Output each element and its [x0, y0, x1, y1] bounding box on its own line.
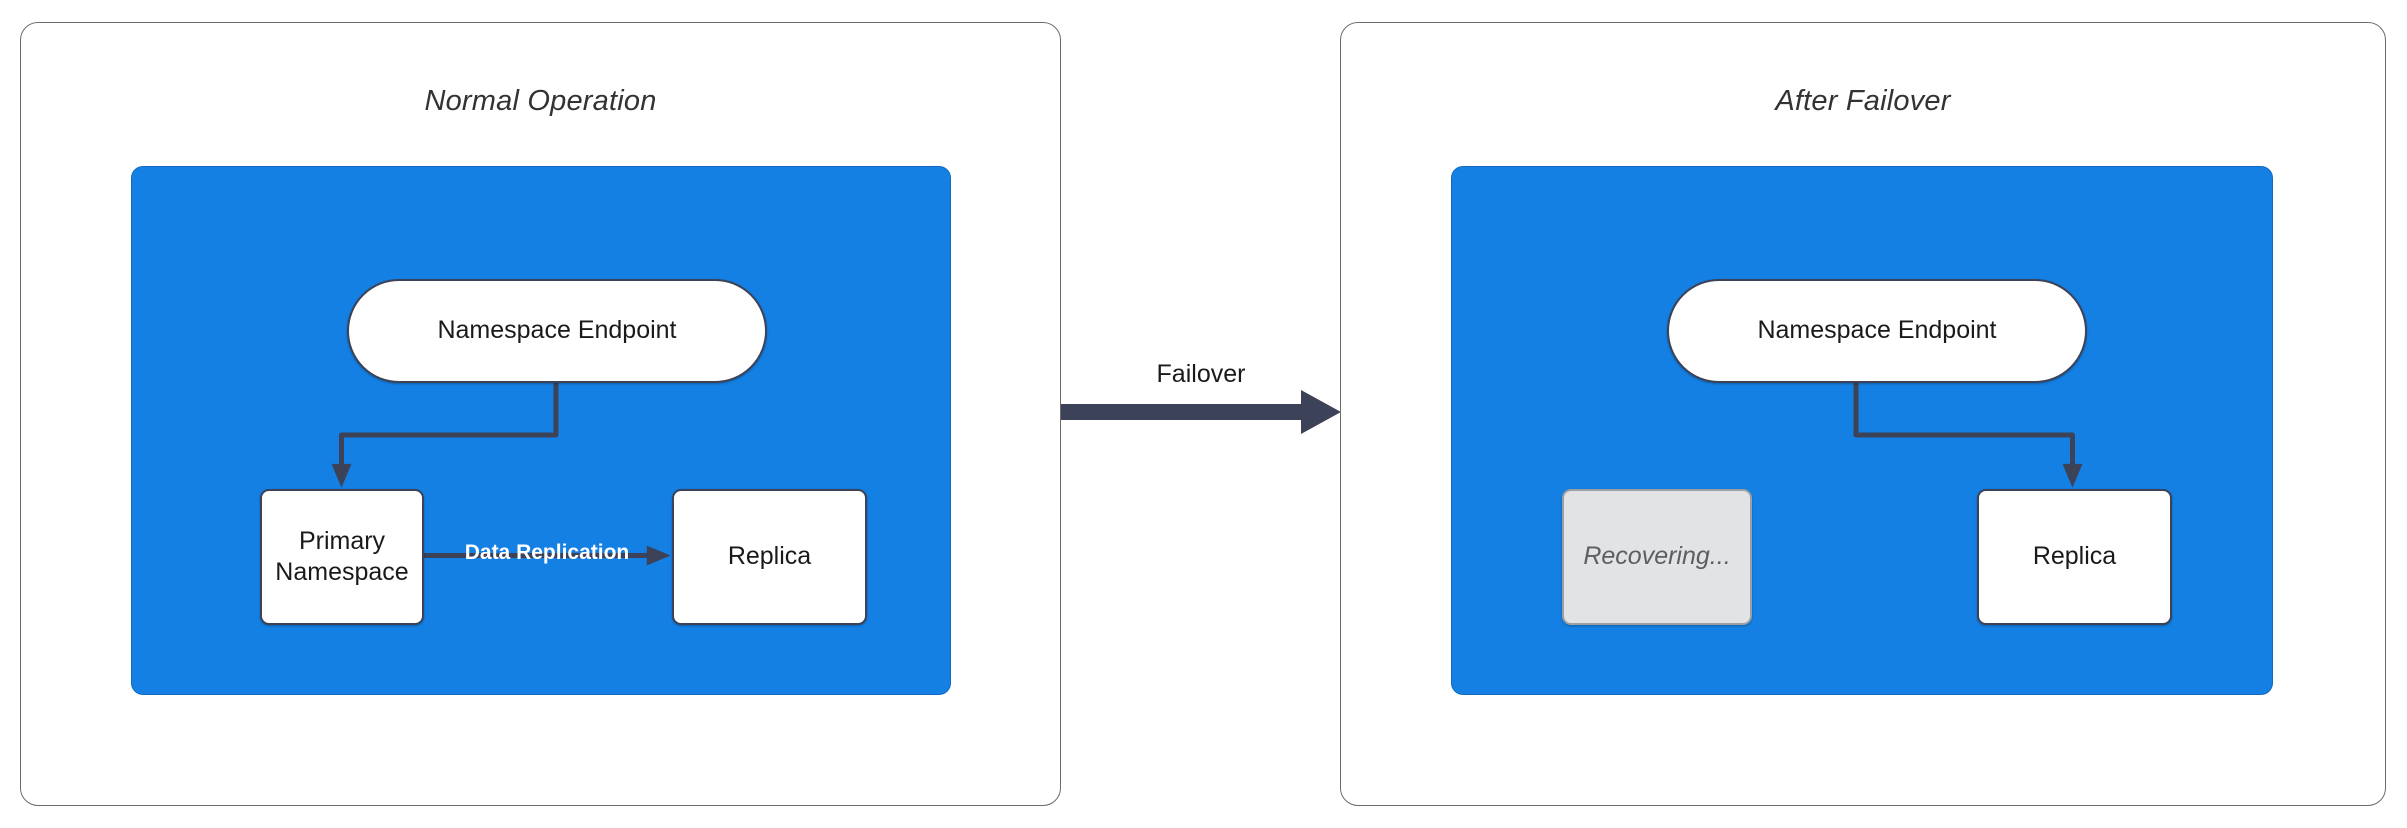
failover-arrow-label: Failover: [1156, 360, 1246, 388]
blue-region-normal-operation: Data Replication Namespace Endpoint Prim…: [131, 166, 951, 695]
node-namespace-endpoint-normal[interactable]: Namespace Endpoint: [347, 279, 767, 383]
arrowhead-endpoint-to-primary: [331, 463, 352, 488]
panel-title-after-failover: After Failover: [1775, 85, 1951, 117]
node-replica-failover[interactable]: Replica: [1977, 489, 2172, 625]
node-label-recovering: Recovering...: [1583, 542, 1731, 571]
node-label-line1: Primary: [298, 526, 386, 555]
node-label-replica: Replica: [2032, 542, 2117, 571]
node-label-replica: Replica: [727, 542, 812, 571]
node-label-namespace-endpoint: Namespace Endpoint: [437, 316, 677, 345]
panel-after-failover: After Failover Namespace Endpoint Recove…: [1340, 22, 2386, 806]
panel-title-normal-operation: Normal Operation: [424, 85, 657, 117]
arrowhead-endpoint-to-replica: [2062, 463, 2083, 488]
edge-label-data-replication: Data Replication: [464, 541, 630, 564]
node-label-primary-namespace: Primary Namespace: [275, 526, 408, 589]
node-label-line2: Namespace: [275, 558, 409, 586]
node-replica-normal[interactable]: Replica: [672, 489, 867, 625]
failover-transition: Failover: [1061, 360, 1341, 480]
node-recovering[interactable]: Recovering...: [1562, 489, 1752, 625]
panel-normal-operation: Normal Operation Data Replication Namesp…: [20, 22, 1061, 806]
node-namespace-endpoint-failover[interactable]: Namespace Endpoint: [1667, 279, 2087, 383]
node-primary-namespace[interactable]: Primary Namespace: [260, 489, 424, 625]
failover-arrow-icon: [1061, 390, 1341, 434]
node-label-namespace-endpoint: Namespace Endpoint: [1757, 316, 1997, 345]
blue-region-after-failover: Namespace Endpoint Recovering... Replica: [1451, 166, 2273, 695]
